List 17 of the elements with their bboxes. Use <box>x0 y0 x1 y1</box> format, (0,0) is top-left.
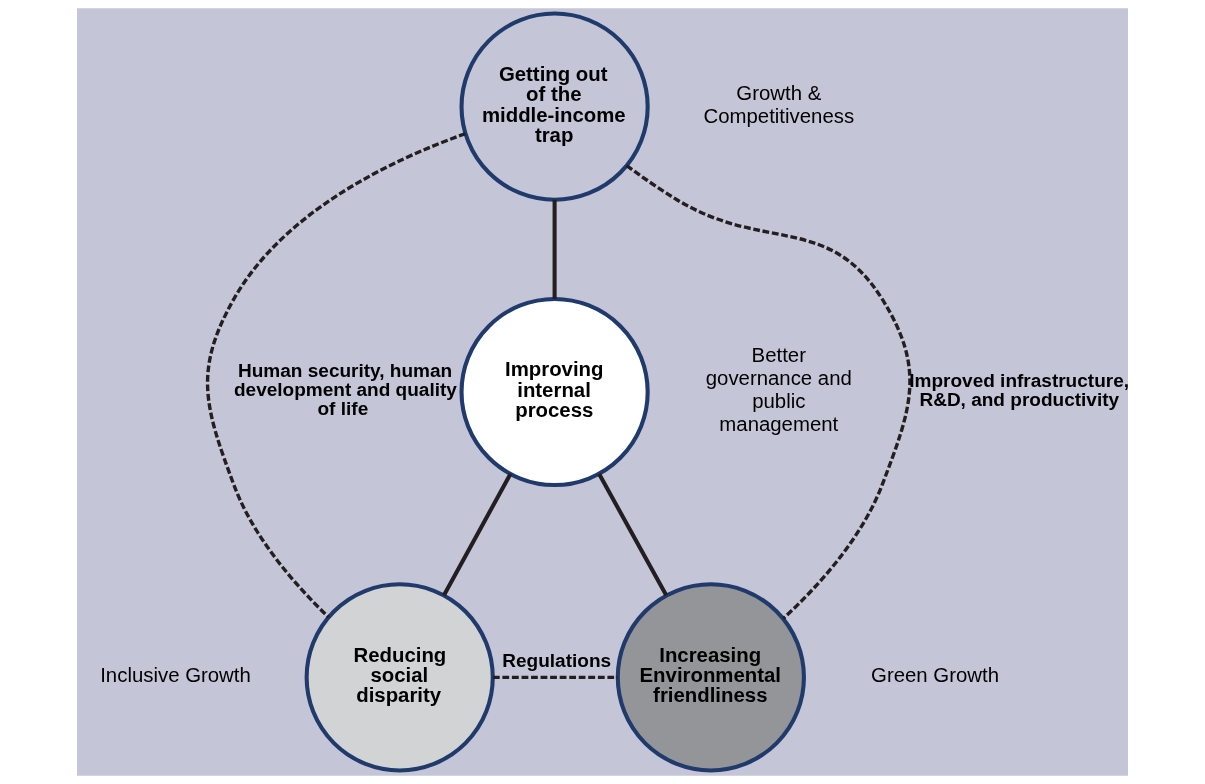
node-circle: Reducing social disparity <box>304 582 495 773</box>
connector <box>493 675 618 680</box>
connector <box>442 473 513 597</box>
node-label: Better governance and public management <box>705 344 852 436</box>
connector <box>552 199 557 299</box>
connector <box>206 132 466 619</box>
connector <box>597 473 669 597</box>
edge-label: Regulations <box>502 649 612 671</box>
node-circle: Increasing Environmental friendliness <box>615 582 806 773</box>
node-label: Green Growth <box>871 664 1000 687</box>
edge-label: Improved infrastructure, R&D, and productivity <box>909 369 1130 410</box>
connector <box>625 164 912 620</box>
node-label: Inclusive Growth <box>100 664 251 687</box>
node-circle: Improving internal process <box>459 296 650 488</box>
node-label: Growth & Competitiveness <box>703 81 855 127</box>
edge-label: Human security, human development and quality of life <box>233 360 457 420</box>
node-circle: Getting out of the middle-income trap <box>459 11 650 202</box>
